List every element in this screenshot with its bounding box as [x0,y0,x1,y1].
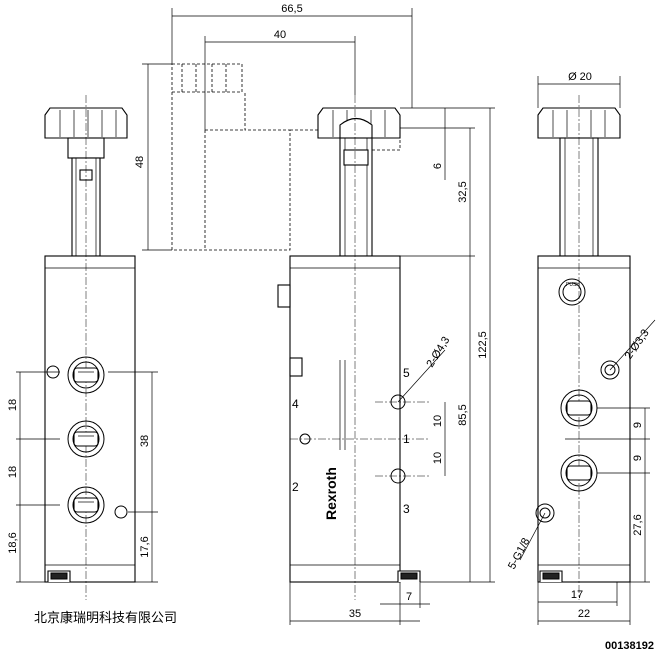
dim-right-bottom-inner: 17 [571,589,583,601]
push-button [558,278,586,306]
dim-overall-width-top: 66,5 [281,3,302,15]
port-4-label: 4 [292,397,299,411]
port-1-label: 1 [403,432,410,446]
right-body [537,255,631,583]
company-name: 北京康瑞明科技有限公司 [34,610,177,626]
center-view: 5 4 1 2 3 Rexroth 66,5 40 48 6 32,5 85,5… [134,3,495,625]
left-port-lower [67,486,105,524]
dim-override-height: 32,5 [457,181,469,202]
coil-outline [171,63,243,93]
dim-right-port-height: 27,6 [632,514,644,535]
right-view: PUSH Ø 20 2-Ø3,3 9 9 27,6 5-G [506,71,656,625]
left-port-upper [67,356,105,394]
dim-left-total: 38 [139,435,151,447]
dim-left-spacing-lower: 18 [7,466,19,478]
dim-right-spacing-upper: 9 [632,422,644,428]
dim-right-bottom-outer: 22 [578,608,590,620]
dim-left-bottom-right: 17,6 [139,536,151,557]
dim-right-spacing-lower: 9 [632,455,644,461]
left-view: 18 18 18,6 38 17,6 [7,95,158,600]
dim-body-width-bottom: 35 [349,608,361,620]
port-2-label: 2 [292,480,299,494]
left-port-middle [67,420,105,458]
left-body [44,255,136,583]
port-3-label: 3 [403,502,410,516]
brand-logo: Rexroth [323,467,339,520]
dim-knob-diameter: Ø 20 [568,71,592,83]
dim-coil-height: 48 [134,156,146,168]
dim-port-offset-bottom: 7 [406,591,412,603]
dim-port-spacing-upper: 10 [432,415,444,427]
drawing-code: 00138192 [605,640,654,652]
dim-total-height: 122,5 [477,331,489,359]
dim-thread: 5-G1/8 [506,536,532,571]
dim-port-spacing-lower: 10 [432,452,444,464]
right-port-lower [560,454,598,492]
port-5-label: 5 [403,366,410,380]
right-port-upper [560,389,598,427]
push-label: PUSH [566,282,580,288]
dim-coil-width: 40 [274,29,286,41]
dim-mount-hole-upper: 2-Ø4,3 [424,335,452,370]
dim-port-height: 85,5 [457,404,469,425]
dim-left-spacing-upper: 18 [7,399,19,411]
dim-top-offset: 6 [432,163,444,169]
dim-left-bottom: 18,6 [7,532,19,553]
